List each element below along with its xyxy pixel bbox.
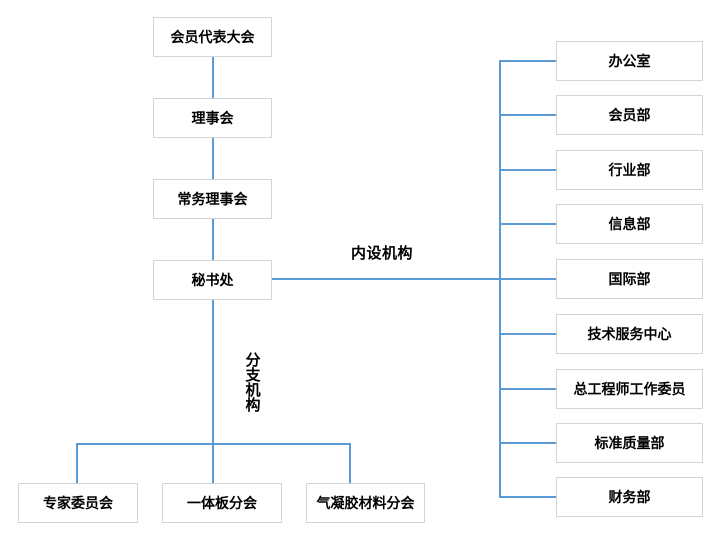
node-integrated-panel-branch: 一体板分会	[162, 483, 282, 523]
node-office: 办公室	[556, 41, 703, 81]
node-chief-engineer-committee: 总工程师工作委员	[556, 369, 703, 409]
connector-dept-3	[499, 169, 556, 171]
connector-branch-drop-3	[349, 443, 351, 483]
connector-dept-7	[499, 388, 556, 390]
connector-dept-8	[499, 442, 556, 444]
node-membership-dept: 会员部	[556, 95, 703, 135]
node-tech-service-center: 技术服务中心	[556, 314, 703, 354]
connector-chain-2	[212, 138, 214, 179]
node-finance-dept: 财务部	[556, 477, 703, 517]
connector-dept-9	[499, 496, 556, 498]
label-branch-organs: 分支机构	[245, 351, 261, 414]
node-standards-quality-dept: 标准质量部	[556, 423, 703, 463]
connector-branch-drop-1	[76, 443, 78, 483]
connector-dept-4	[499, 223, 556, 225]
connector-secretariat-internal	[272, 278, 501, 280]
connector-branch-trunk	[212, 300, 214, 483]
connector-dept-5	[499, 278, 556, 280]
node-industry-dept: 行业部	[556, 150, 703, 190]
node-information-dept: 信息部	[556, 204, 703, 244]
connector-chain-3	[212, 219, 214, 260]
node-expert-committee: 专家委员会	[18, 483, 138, 523]
connector-dept-1	[499, 60, 556, 62]
connector-dept-2	[499, 114, 556, 116]
node-international-dept: 国际部	[556, 259, 703, 299]
node-council: 理事会	[153, 98, 272, 138]
label-internal-organs: 内设机构	[351, 244, 414, 262]
connector-dept-6	[499, 333, 556, 335]
connector-branch-bus	[76, 443, 351, 445]
node-member-congress: 会员代表大会	[153, 17, 272, 57]
connector-chain-1	[212, 57, 214, 98]
node-standing-council: 常务理事会	[153, 179, 272, 219]
node-aerogel-materials-branch: 气凝胶材料分会	[306, 483, 425, 523]
node-secretariat: 秘书处	[153, 260, 272, 300]
